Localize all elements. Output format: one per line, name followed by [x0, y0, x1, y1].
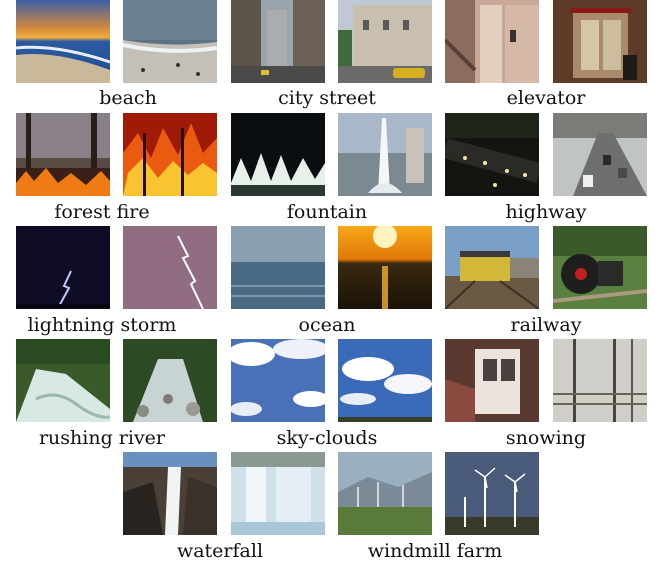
- lightning-storm-photo-1: [16, 226, 110, 309]
- waterfall-photo-2: [231, 452, 325, 535]
- snowing-photo-1: [445, 339, 539, 422]
- category-label: beach: [99, 87, 157, 109]
- category-label: ocean: [298, 314, 356, 336]
- highway-photo-1: [445, 113, 539, 196]
- category-label: snowing: [505, 427, 587, 449]
- category-label: sky-clouds: [276, 427, 378, 449]
- sky-clouds-photo-1: [231, 339, 325, 422]
- category-label: railway: [510, 314, 582, 336]
- category-label: waterfall: [176, 540, 264, 562]
- city-street-photo-2: [338, 0, 432, 83]
- elevator-photo-1: [445, 0, 539, 83]
- beach-photo-2: [123, 0, 217, 83]
- forest-fire-photo-1: [16, 113, 110, 196]
- railway-photo-1: [445, 226, 539, 309]
- highway-photo-2: [553, 113, 647, 196]
- beach-photo-1: [16, 0, 110, 83]
- ocean-photo-2: [338, 226, 432, 309]
- sky-clouds-photo-2: [338, 339, 432, 422]
- windmill-farm-photo-2: [445, 452, 539, 535]
- category-label: city street: [278, 87, 376, 109]
- snowing-photo-2: [553, 339, 647, 422]
- category-label: forest fire: [54, 201, 150, 223]
- waterfall-photo-1: [123, 452, 217, 535]
- railway-photo-2: [553, 226, 647, 309]
- lightning-storm-photo-2: [123, 226, 217, 309]
- ocean-photo-1: [231, 226, 325, 309]
- forest-fire-photo-2: [123, 113, 217, 196]
- fountain-photo-1: [231, 113, 325, 196]
- category-label: highway: [505, 201, 587, 223]
- category-label: elevator: [506, 87, 586, 109]
- category-label: rushing river: [38, 427, 166, 449]
- category-label: windmill farm: [367, 540, 503, 562]
- elevator-photo-2: [553, 0, 647, 83]
- category-label: lightning storm: [27, 314, 177, 336]
- windmill-farm-photo-1: [338, 452, 432, 535]
- fountain-photo-2: [338, 113, 432, 196]
- rushing-river-photo-1: [16, 339, 110, 422]
- category-label: fountain: [286, 201, 368, 223]
- rushing-river-photo-2: [123, 339, 217, 422]
- city-street-photo-1: [231, 0, 325, 83]
